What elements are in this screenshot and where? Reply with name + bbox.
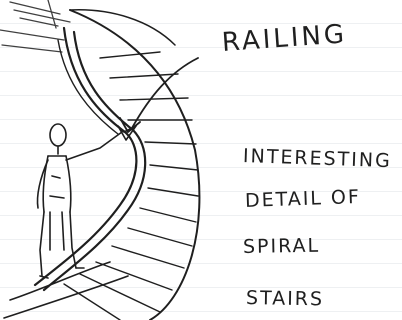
- outer-stringer: [70, 10, 199, 320]
- caption-line-4: STAIRS: [246, 287, 324, 310]
- caption-line-2: DETAIL OF: [245, 186, 362, 212]
- railing-pointer-line: [132, 58, 198, 128]
- caption-line-3: SPIRAL: [243, 235, 321, 258]
- person-figure: [37, 124, 122, 278]
- lower-landing-2: [4, 276, 128, 318]
